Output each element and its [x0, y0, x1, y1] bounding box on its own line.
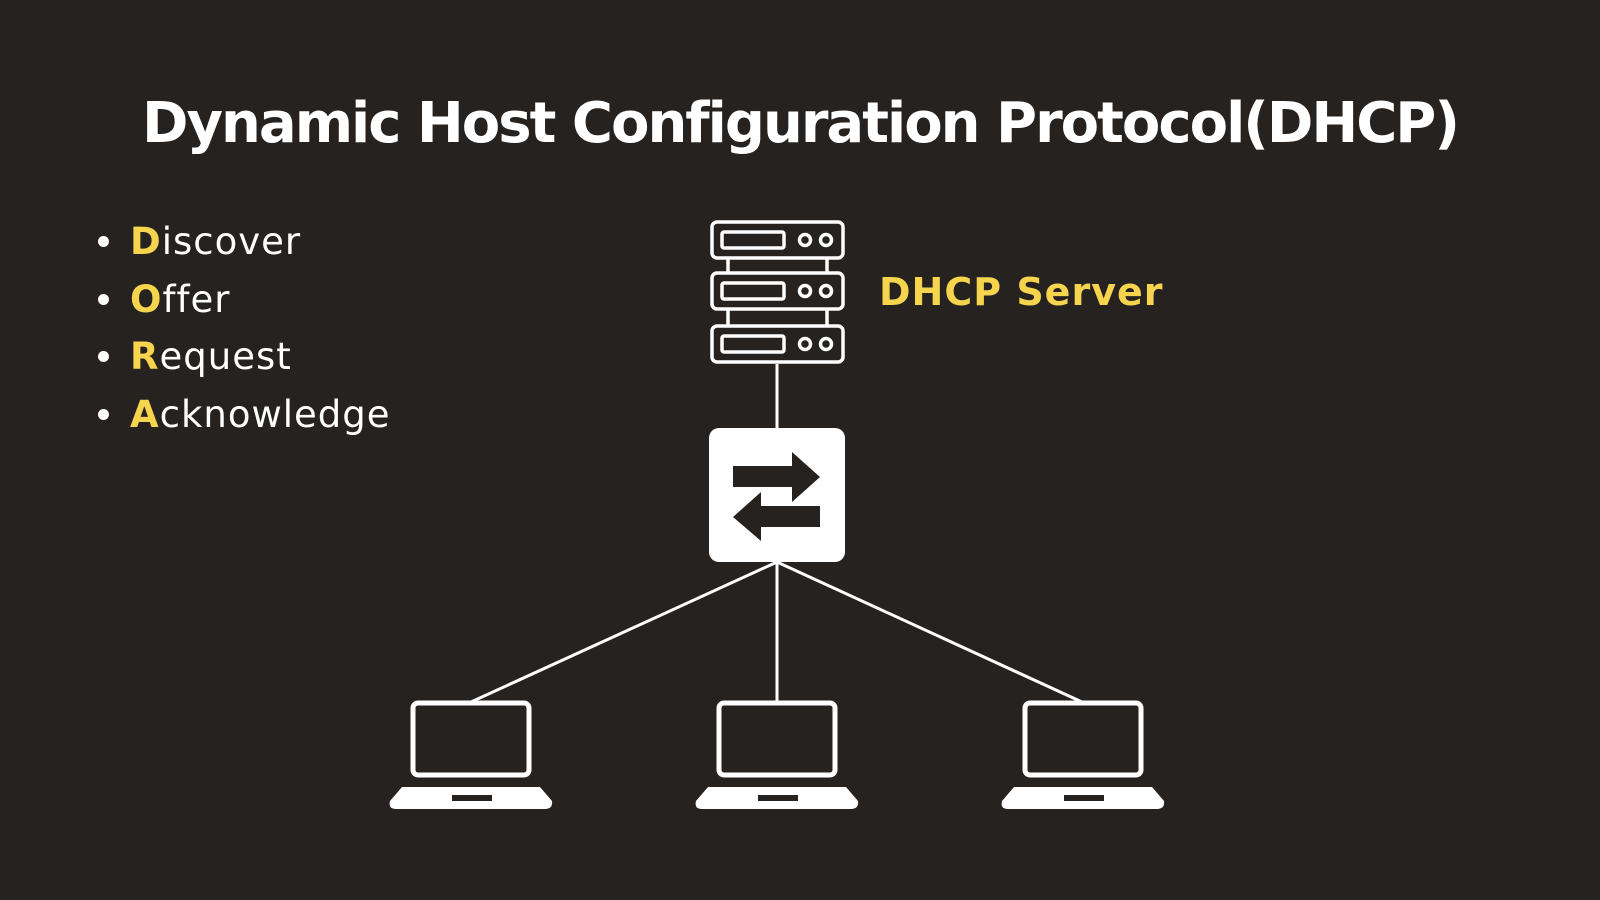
bullet-icon [98, 293, 109, 305]
network-switch-icon [709, 428, 845, 562]
dhcp-server-label: DHCP Server [879, 270, 1164, 314]
step-initial: O [130, 277, 163, 321]
step-rest: iscover [161, 220, 302, 264]
connection-lines [470, 364, 1083, 704]
bullet-icon [98, 408, 109, 420]
switch-laptop-left-link [470, 560, 778, 704]
server-rack-icon [710, 220, 845, 364]
step-rest: cknowledge [159, 392, 391, 436]
bullet-icon [98, 351, 109, 363]
step-rest: equest [159, 335, 292, 379]
laptop-icon [1001, 700, 1165, 809]
step-initial: A [130, 392, 160, 436]
step-initial: R [130, 335, 160, 379]
bullet-icon [98, 236, 109, 248]
laptop-icon [695, 700, 859, 809]
step-initial: D [130, 220, 162, 264]
slide-title: Dynamic Host Configuration Protocol(DHCP… [142, 91, 1460, 156]
step-rest: ffer [162, 277, 231, 321]
switch-laptop-right-link [776, 560, 1083, 704]
laptop-icon [389, 700, 553, 809]
